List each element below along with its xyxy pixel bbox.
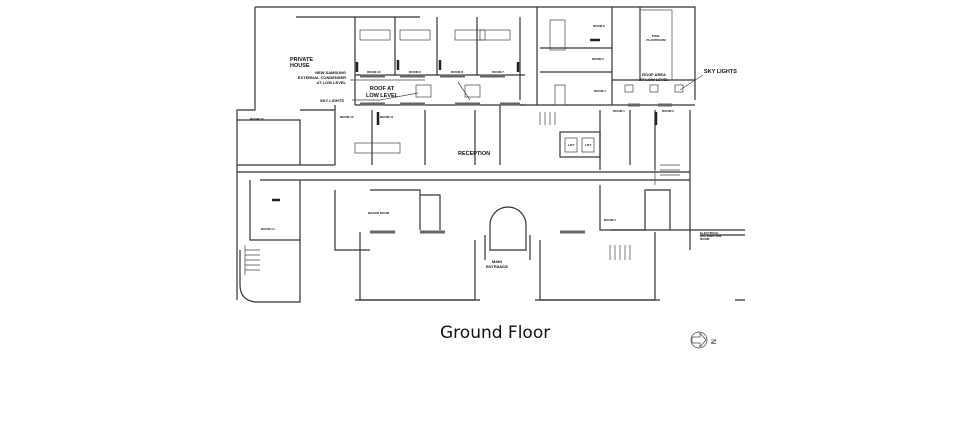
label-private-house-1: PRIVATE (290, 57, 313, 63)
label-room-11: ROOM 11 (380, 115, 394, 119)
label-room-15: ROOM 15 (250, 117, 264, 121)
label-sky-lights-left: SKY LIGHTS (320, 98, 344, 103)
room-labels: PRIVATE HOUSE NEW SAMSUNG EXTERNAL CONDE… (250, 24, 737, 269)
label-main-entrance-2: ENTRANCE (486, 264, 509, 269)
plan-title: Ground Floor (440, 323, 551, 343)
label-pool-1: POOL (652, 34, 661, 38)
label-pool-2: PLANTROOM (646, 38, 666, 42)
label-roof-area-1: ROOF AREA (642, 72, 666, 77)
label-sky-lights-right: SKY LIGHTS (704, 69, 737, 75)
north-arrow-icon: N (690, 331, 716, 349)
label-room-12: ROOM 12 (340, 115, 354, 119)
label-room-6: ROOM 6 (593, 24, 605, 28)
label-reception: RECEPTION (458, 151, 490, 157)
label-electrical-3: ROOM (700, 237, 710, 241)
label-room-5: ROOM 5 (592, 57, 604, 61)
label-lift-b: LIFT (585, 143, 591, 147)
label-room-7: ROOM 7 (492, 70, 504, 74)
label-electrical-1: ELECTRICAL (700, 231, 719, 235)
label-lift-a: LIFT (568, 143, 574, 147)
label-condenser-3: AT LOW LEVEL (317, 80, 347, 85)
label-room-1: ROOM 1 (613, 109, 625, 113)
label-room-2: ROOM 2 (662, 109, 674, 113)
label-room-9: ROOM 9 (409, 70, 421, 74)
label-board-room: BOARD ROOM (368, 211, 390, 215)
label-electrical-2: DISTRIBUTION (700, 234, 721, 238)
walls (236, 6, 745, 303)
label-roof-low-2: LOW LEVEL (366, 93, 399, 99)
label-condenser-2: EXTERNAL CONDENSER (298, 75, 346, 80)
label-room-4: ROOM 4 (594, 89, 606, 93)
label-room-3: ROOM 3 (604, 218, 616, 222)
label-room-10: ROOM 10 (367, 70, 381, 74)
label-roof-area-2: AT LOW LEVEL (639, 77, 669, 82)
north-label: N (709, 339, 716, 344)
label-roof-low-1: ROOF AT (370, 86, 395, 92)
label-private-house-2: HOUSE (290, 63, 310, 69)
label-main-entrance-1: MAIN (492, 259, 502, 264)
label-room-8: ROOM 8 (451, 70, 463, 74)
label-room-14: ROOM 14 (261, 227, 275, 231)
label-condenser-1: NEW SAMSUNG (315, 70, 346, 75)
